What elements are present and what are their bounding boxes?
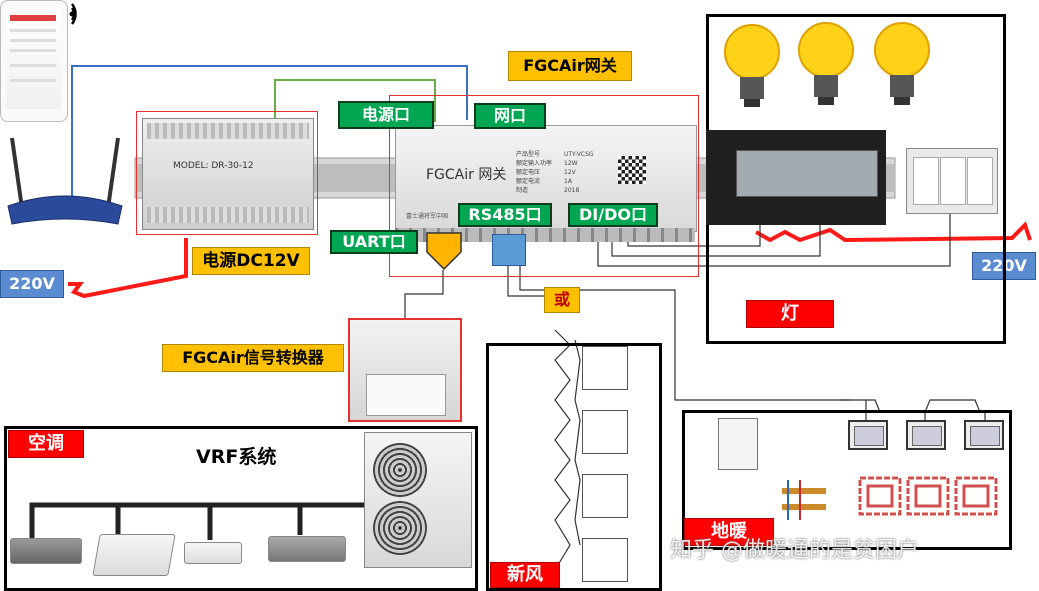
wifi-icon bbox=[66, 0, 88, 28]
thermostat-panel bbox=[964, 420, 1004, 450]
indoor-unit-wall bbox=[184, 542, 242, 564]
wifi-router bbox=[0, 128, 130, 228]
fresh-air-unit bbox=[582, 410, 628, 454]
qr-code bbox=[618, 156, 646, 184]
gateway-spec-values: UTY-VCSG 12W 12V 1A 2018 bbox=[564, 151, 594, 194]
dido-port-label: DI/DO口 bbox=[568, 203, 658, 227]
wall-switch bbox=[906, 148, 998, 214]
power-supply-model: MODEL: DR-30-12 bbox=[173, 161, 254, 171]
network-port-label: 网口 bbox=[474, 103, 546, 129]
uart-port-label: UART口 bbox=[330, 230, 418, 254]
gateway-spec-keys: 产品型号 额定输入功率 额定电压 额定电流 制造 bbox=[516, 151, 553, 194]
power-port-label: 电源口 bbox=[338, 101, 434, 129]
gateway-title-label: FGCAir网关 bbox=[508, 51, 632, 81]
voltage-label-left: 220V bbox=[0, 270, 64, 298]
boiler bbox=[718, 418, 758, 470]
vrf-title: VRF系统 bbox=[196, 446, 277, 468]
fresh-air-unit bbox=[582, 346, 628, 390]
ac-label: 空调 bbox=[8, 430, 84, 458]
indoor-unit-ceiling bbox=[268, 536, 346, 562]
power-supply-frame bbox=[136, 111, 318, 235]
gateway-connector-strip bbox=[395, 228, 695, 242]
uart-connector bbox=[426, 232, 462, 271]
thermostat-panel bbox=[848, 420, 888, 450]
indoor-unit-cassette bbox=[92, 534, 176, 576]
relay-module bbox=[706, 130, 886, 225]
gateway-device-name: FGCAir 网关 bbox=[426, 167, 507, 183]
light-bulb-icon bbox=[796, 20, 856, 114]
rs485-port-label: RS485口 bbox=[458, 203, 552, 227]
or-label: 或 bbox=[544, 287, 580, 313]
power-supply-label: 电源DC12V bbox=[192, 247, 310, 275]
ac-section bbox=[4, 426, 478, 591]
fresh-air-unit bbox=[582, 474, 628, 518]
lights-label: 灯 bbox=[746, 300, 834, 328]
rs485-port-block bbox=[492, 234, 526, 266]
phone-app-screen bbox=[6, 9, 61, 109]
indoor-unit-duct bbox=[10, 538, 82, 564]
light-bulb-icon bbox=[872, 20, 932, 114]
outdoor-unit bbox=[364, 432, 472, 568]
signal-converter bbox=[348, 318, 462, 422]
converter-label: FGCAir信号转换器 bbox=[162, 344, 344, 372]
floor-heating-label: 地暖 bbox=[684, 518, 774, 546]
fresh-air-label: 新风 bbox=[490, 562, 560, 588]
gateway-footer-text: 富士通将军中国 bbox=[406, 213, 449, 220]
power-supply-unit: MODEL: DR-30-12 bbox=[142, 118, 314, 230]
gateway-frame bbox=[389, 95, 699, 277]
fresh-air-unit bbox=[582, 538, 628, 582]
floor-heating-coil bbox=[858, 474, 998, 524]
thermostat-panel bbox=[906, 420, 946, 450]
floor-heating-manifold bbox=[780, 480, 830, 520]
floor-heating-section bbox=[682, 410, 1012, 550]
watermark-text: 知乎 @做暖通的是贫困户 bbox=[670, 538, 919, 563]
fresh-air-section bbox=[486, 343, 662, 591]
smartphone bbox=[0, 0, 68, 122]
light-bulb-icon bbox=[722, 22, 782, 116]
